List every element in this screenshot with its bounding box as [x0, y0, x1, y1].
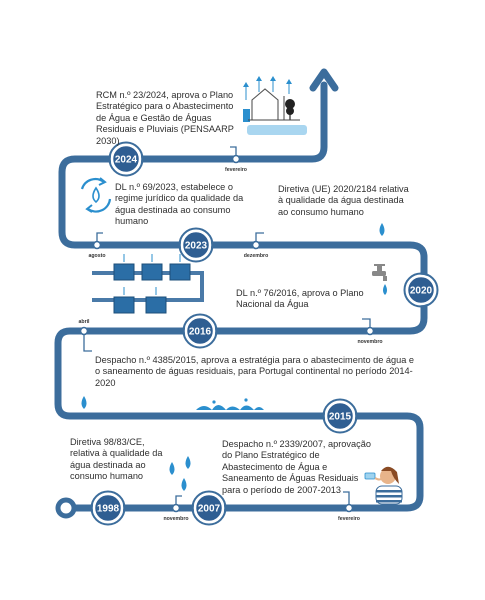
month-marker-agosto-2023: agosto — [88, 232, 106, 259]
month-label-agosto-2023: agosto — [88, 253, 105, 259]
year-node-2020: 2020 — [403, 272, 439, 308]
year-node-2016: 2016 — [182, 313, 218, 349]
month-marker-dezembro-2023: dezembro — [244, 232, 269, 259]
timeline-start-ring — [55, 497, 77, 519]
timeline-path — [54, 81, 428, 512]
water-drops-icon — [169, 456, 191, 491]
house-rain-illustration — [243, 76, 307, 135]
year-label-2020: 2020 — [410, 286, 433, 297]
water-cycle-icon — [80, 177, 112, 213]
year-node-1998: 1998 — [90, 490, 126, 526]
water-drop-icon — [81, 396, 87, 409]
event-despacho-2339-2007: Despacho n.º 2339/2007, aprovação do Pla… — [222, 439, 371, 495]
event-dl-69-2023: DL n.º 69/2023, estabelece o regime jurí… — [115, 182, 244, 227]
year-label-2015: 2015 — [329, 412, 352, 423]
water-treatment-illustration — [92, 254, 204, 314]
year-node-2007: 2007 — [191, 490, 227, 526]
month-marker-fevereiro-2024: fevereiro — [225, 146, 247, 173]
month-label-fevereiro-2007: fevereiro — [338, 516, 360, 522]
year-label-2016: 2016 — [189, 327, 212, 338]
event-diretiva-98-83: Diretiva 98/83/CE, relativa à qualidade … — [70, 437, 163, 482]
year-label-1998: 1998 — [97, 504, 120, 515]
year-label-2024: 2024 — [115, 155, 138, 166]
year-node-2023: 2023 — [178, 227, 214, 263]
year-node-2024: 2024 — [108, 141, 144, 177]
month-label-fevereiro-2024: fevereiro — [225, 167, 247, 173]
year-label-2007: 2007 — [198, 504, 221, 515]
month-marker-abril-2016: abril — [79, 319, 92, 352]
month-label-novembro-1998: novembro — [163, 516, 188, 522]
water-splash-icon — [196, 398, 264, 410]
month-label-dezembro-2023: dezembro — [244, 253, 269, 259]
month-marker-novembro-1998: novembro — [163, 495, 189, 522]
event-diretiva-2020: Diretiva (UE) 2020/2184 relativa à quali… — [278, 184, 409, 217]
month-marker-fevereiro-2007: fevereiro — [338, 491, 360, 522]
faucet-icon — [372, 264, 387, 295]
timeline-arrow-head — [309, 68, 339, 92]
event-despacho-4385-2015: Despacho n.º 4385/2015, aprova a estraté… — [95, 355, 415, 388]
person-drinking-illustration — [364, 466, 403, 505]
month-marker-novembro-2020: novembro — [357, 318, 383, 345]
month-label-novembro-2020: novembro — [357, 339, 382, 345]
month-label-abril-2016: abril — [79, 319, 91, 325]
event-dl-76-2016: DL n.º 76/2016, aprova o Plano Nacional … — [236, 288, 364, 310]
year-node-2015: 2015 — [322, 398, 358, 434]
water-drop-icon — [379, 223, 385, 236]
event-rcm-2024: RCM n.º 23/2024, aprova o Plano Estratég… — [96, 90, 234, 146]
year-label-2023: 2023 — [185, 241, 208, 252]
